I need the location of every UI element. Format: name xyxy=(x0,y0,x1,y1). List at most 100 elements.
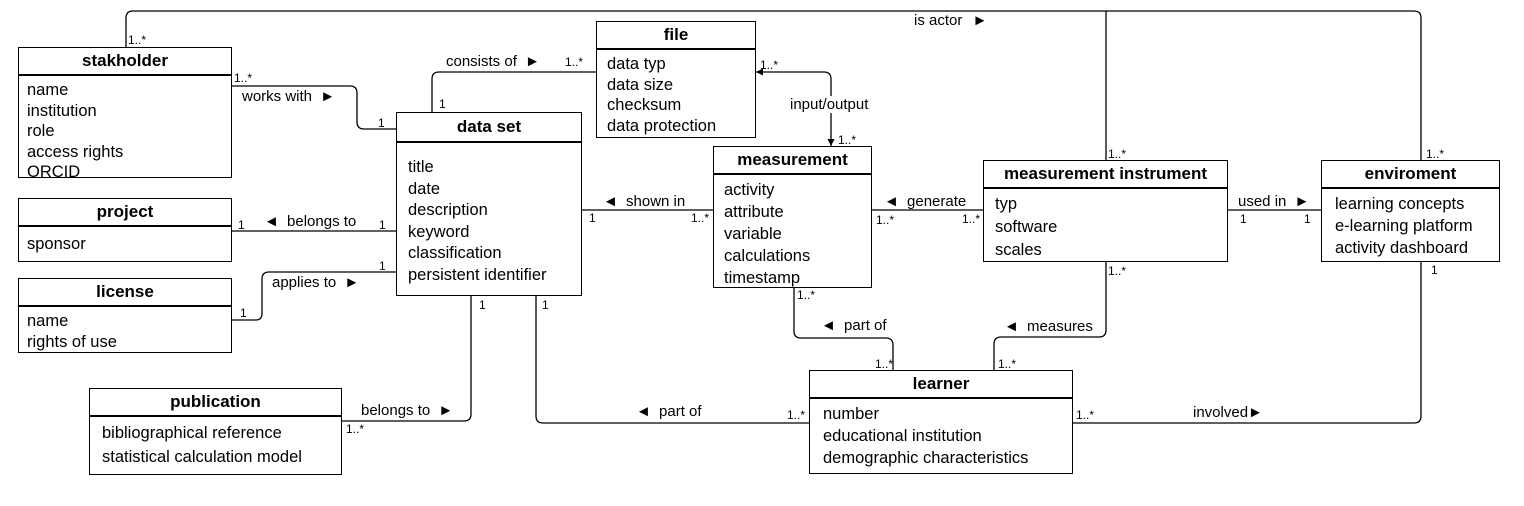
attribute: checksum xyxy=(607,96,682,114)
association-label-used-in: used in ► xyxy=(1238,193,1309,210)
attribute-list: data typ data size checksum data protect… xyxy=(597,50,755,136)
multiplicity: 1 xyxy=(542,298,549,312)
attribute-list: learning concepts e-learning platform ac… xyxy=(1322,189,1499,259)
class-title: publication xyxy=(90,389,341,417)
class-file[interactable]: file data typ data size checksum data pr… xyxy=(596,21,756,138)
attribute: name xyxy=(27,312,69,330)
multiplicity: 1 xyxy=(379,218,386,232)
arrow-left-icon: ◄ xyxy=(821,317,836,334)
attribute: institution xyxy=(27,101,97,120)
class-measurement-instrument[interactable]: measurement instrument typ software scal… xyxy=(983,160,1228,262)
association-label-generate: ◄ generate xyxy=(884,193,966,210)
class-title: data set xyxy=(397,113,581,143)
label-text: measures xyxy=(1027,318,1093,335)
class-title: measurement xyxy=(714,147,871,175)
label-text: applies to xyxy=(272,274,337,291)
attribute-list: number educational institution demograph… xyxy=(810,399,1072,469)
association-label-part-of-measurement: ◄ part of xyxy=(821,317,887,334)
arrow-right-icon: ► xyxy=(320,88,336,105)
class-enviroment[interactable]: enviroment learning concepts e-learning … xyxy=(1321,160,1500,262)
multiplicity: 1 xyxy=(479,298,486,312)
multiplicity: 1 xyxy=(1431,263,1438,277)
association-label-input-output: input/output xyxy=(790,96,869,113)
attribute: ORCID xyxy=(27,163,81,181)
multiplicity: 1..* xyxy=(787,408,806,422)
multiplicity: 1 xyxy=(439,97,446,111)
multiplicity: 1 xyxy=(589,211,596,225)
arrow-right-icon: ► xyxy=(972,12,988,29)
attribute: educational institution xyxy=(823,427,982,445)
class-publication[interactable]: publication bibliographical reference st… xyxy=(89,388,342,475)
multiplicity: 1..* xyxy=(875,357,894,371)
attribute: rights of use xyxy=(27,332,117,351)
label-text: is actor xyxy=(914,12,963,29)
line-consists-of xyxy=(431,71,596,112)
class-stakeholder[interactable]: stakholder name institution role access … xyxy=(18,47,232,181)
class-measurement[interactable]: measurement activity attribute variable … xyxy=(713,146,872,288)
line-works-with xyxy=(232,85,396,130)
attribute: title xyxy=(408,158,434,176)
attribute: activity dashboard xyxy=(1335,239,1468,257)
attribute: timestamp xyxy=(724,269,801,287)
class-project[interactable]: project sponsor xyxy=(18,198,232,262)
attribute: data size xyxy=(607,75,674,94)
class-license[interactable]: license name rights of use xyxy=(18,278,232,353)
multiplicity: 1..* xyxy=(998,357,1017,371)
line-is-actor xyxy=(125,10,1422,160)
attribute: role xyxy=(27,122,55,140)
arrow-left-icon: ◄ xyxy=(884,193,899,210)
multiplicity: 1 xyxy=(379,259,386,273)
multiplicity: 1..* xyxy=(1108,264,1127,278)
class-learner[interactable]: learner number educational institution d… xyxy=(809,370,1073,474)
label-text: part of xyxy=(659,403,702,420)
multiplicity: 1 xyxy=(238,218,245,232)
arrow-left-icon: ◄ xyxy=(636,403,651,420)
association-label-belongs-to-project: ◄ belongs to xyxy=(264,213,356,230)
attribute: e-learning platform xyxy=(1335,217,1473,235)
attribute: date xyxy=(408,179,441,198)
line-belongs-to-pub xyxy=(342,296,472,422)
attribute: demographic characteristics xyxy=(823,449,1029,467)
multiplicity: 1..* xyxy=(234,71,253,85)
arrow-right-icon: ► xyxy=(344,274,360,291)
line-involved xyxy=(1073,262,1422,424)
class-title: enviroment xyxy=(1322,161,1499,189)
multiplicity: 1..* xyxy=(346,422,365,436)
attribute: variable xyxy=(724,225,782,243)
attribute-list: typ software scales xyxy=(984,189,1227,262)
attribute-list: name institution role access rights ORCI… xyxy=(19,76,231,183)
attribute: access rights xyxy=(27,142,124,161)
label-text: belongs to xyxy=(287,213,357,230)
multiplicity: 1..* xyxy=(962,212,981,226)
class-title: license xyxy=(19,279,231,307)
multiplicity: 1..* xyxy=(691,211,710,225)
multiplicity: 1 xyxy=(378,116,385,130)
label-text: part of xyxy=(844,317,887,334)
attribute: statistical calculation model xyxy=(102,448,302,466)
arrow-right-icon: ► xyxy=(1248,404,1263,421)
attribute: sponsor xyxy=(27,235,86,253)
class-title: file xyxy=(597,22,755,50)
line-part-of-ds xyxy=(535,296,809,424)
class-data-set[interactable]: data set title date description keyword … xyxy=(396,112,582,296)
arrow-right-icon: ► xyxy=(1294,193,1310,210)
association-label-involved: involved► xyxy=(1193,404,1263,421)
line-measures xyxy=(993,262,1107,370)
line-applies-to xyxy=(232,271,396,321)
multiplicity: 1..* xyxy=(838,133,857,147)
label-text: shown in xyxy=(626,193,686,210)
attribute: calculations xyxy=(724,247,811,265)
association-label-works-with: works with ► xyxy=(242,88,335,105)
attribute-list: name rights of use xyxy=(19,307,231,352)
multiplicity: 1..* xyxy=(797,288,816,302)
attribute-list: activity attribute variable calculations… xyxy=(714,175,871,289)
arrowhead-measurement xyxy=(827,139,835,146)
attribute: software xyxy=(995,218,1058,236)
attribute: data typ xyxy=(607,55,666,73)
multiplicity: 1..* xyxy=(876,213,895,227)
arrowhead-file xyxy=(756,68,763,76)
label-text: involved xyxy=(1193,404,1249,421)
label-text: belongs to xyxy=(361,402,431,419)
association-label-shown-in: ◄ shown in xyxy=(603,193,685,210)
